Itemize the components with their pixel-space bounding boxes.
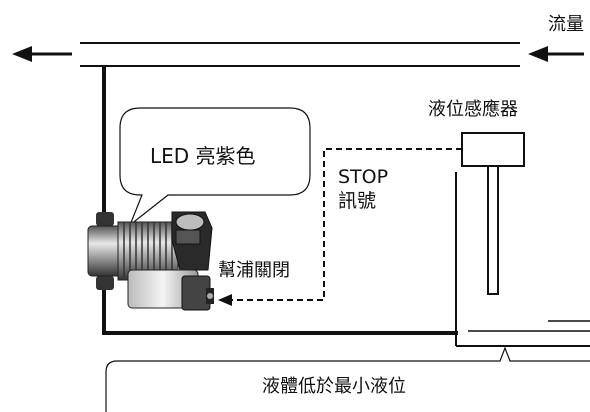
pump-off-label: 幫浦關閉 [218,260,290,281]
suction-pipe [102,66,458,335]
stop-signal-path [218,148,462,306]
stop-label: STOP [338,166,388,188]
flow-arrow-right [528,46,584,62]
level-sensor-icon [461,132,525,295]
caption-bracket [105,346,590,412]
led-callout-text: LED 亮紫色 [150,144,256,168]
bottom-caption: 液體低於最小液位 [262,376,406,397]
signal-label: 訊號 [338,190,376,212]
led-callout [119,107,311,227]
flow-label: 流量 [548,14,584,35]
flow-arrow-left [12,46,72,62]
dosing-pump-icon [87,211,214,311]
level-sensor-label: 液位感應器 [428,98,518,120]
tank [455,172,590,347]
arrowhead-icon [218,294,232,306]
flow-pipe [80,42,520,67]
